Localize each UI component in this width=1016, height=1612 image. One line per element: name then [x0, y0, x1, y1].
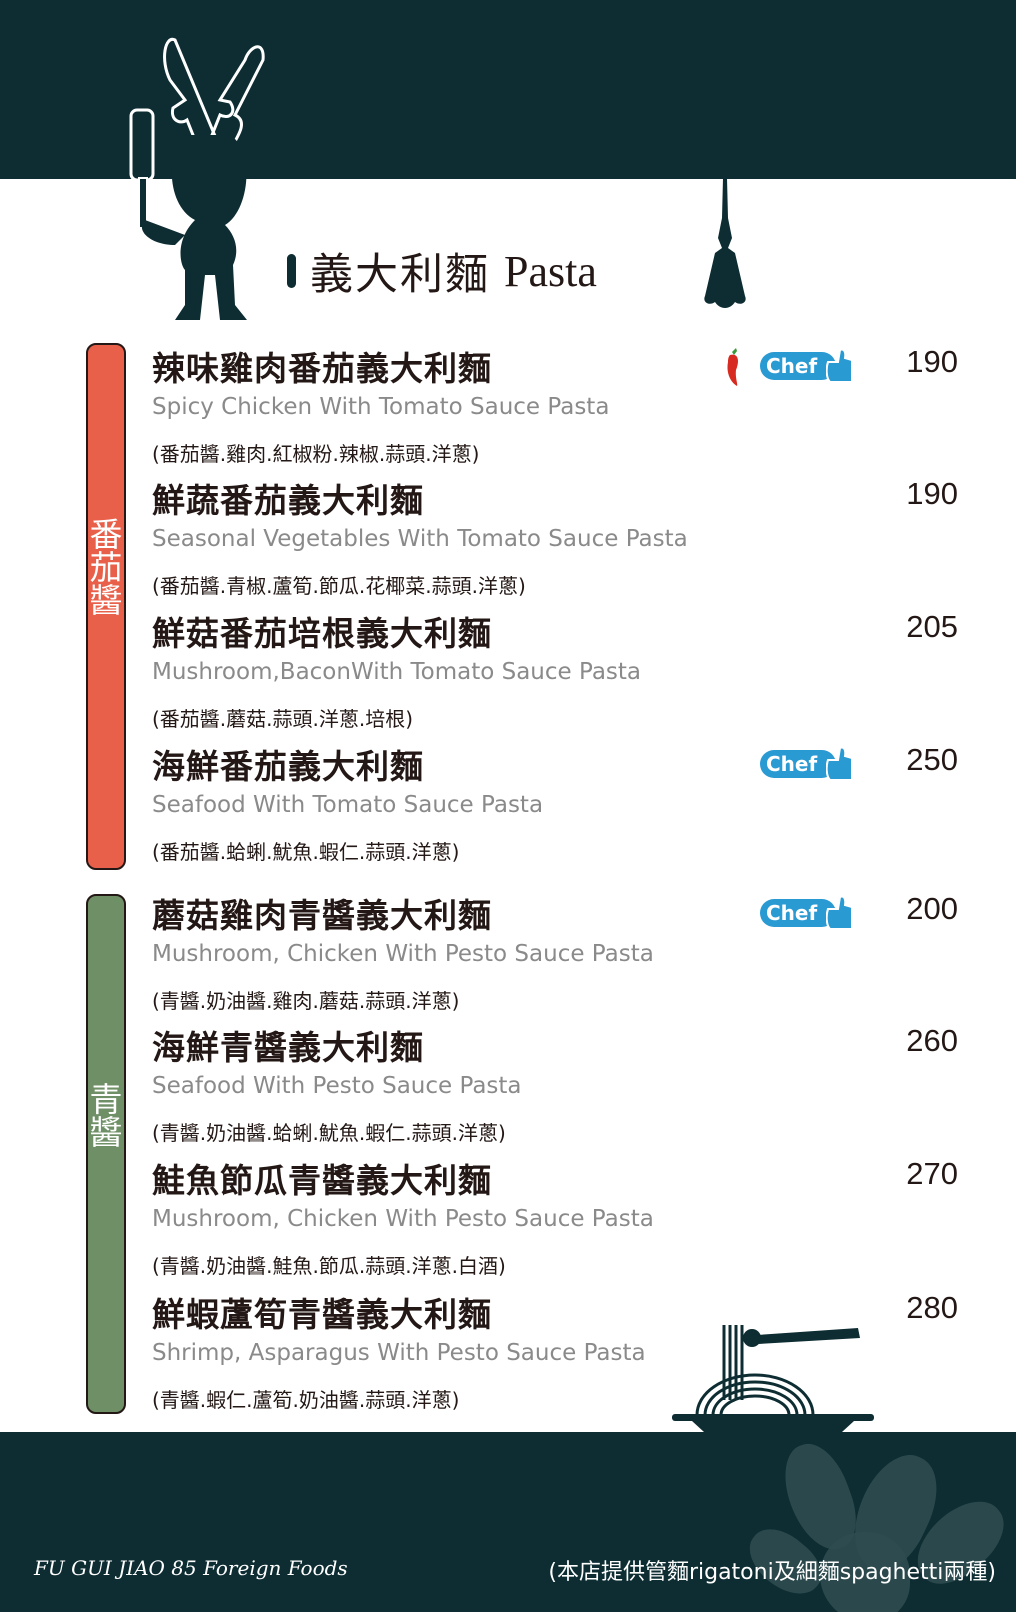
item-price: 260 [906, 1023, 958, 1058]
item-name-zh: 海鮮番茄義大利麵 [152, 747, 424, 786]
item-name-en: Seafood With Pesto Sauce Pasta [152, 1073, 522, 1099]
footer-note: (本店提供管麵rigatoni及細麵spaghetti兩種) [548, 1560, 996, 1585]
section-pesto-sauce: 青醬 [84, 894, 126, 1414]
item-name-en: Mushroom, Chicken With Pesto Sauce Pasta [152, 941, 654, 967]
deer-chef-mascot-icon [129, 37, 265, 320]
item-ingredients: (番茄醬.青椒.蘆筍.節瓜.花椰菜.蒜頭.洋蔥) [152, 574, 526, 598]
item-ingredients: (青醬.蝦仁.蘆筍.奶油醬.蒜頭.洋蔥) [152, 1388, 460, 1412]
chef-recommend-badge: Chef [760, 895, 854, 930]
header-band [0, 0, 1016, 179]
title-marker [287, 254, 296, 288]
item-name-zh: 海鮮青醬義大利麵 [152, 1028, 424, 1067]
pasta-bowl-fork-icon [672, 1325, 874, 1432]
section-label-tomato: 番茄醬 [84, 517, 123, 616]
item-name-en: Shrimp, Asparagus With Pesto Sauce Pasta [152, 1340, 646, 1366]
thumbs-up-icon [826, 348, 853, 383]
item-name-en: Spicy Chicken With Tomato Sauce Pasta [152, 394, 610, 420]
section-tomato-sauce: 番茄醬 [84, 343, 126, 870]
menu-item: 鮮蔬番茄義大利麵 Seasonal Vegetables With Tomato … [152, 476, 958, 624]
thumbs-up-icon [826, 746, 853, 781]
chef-badge-label: Chef [760, 352, 836, 380]
item-name-en: Mushroom,BaconWith Tomato Sauce Pasta [152, 659, 642, 685]
menu-item: 鮭魚節瓜青醬義大利麵 Mushroom, Chicken With Pesto S… [152, 1156, 958, 1304]
thumbs-up-icon [826, 895, 853, 930]
chef-recommend-badge: Chef [760, 746, 854, 781]
item-name-zh: 蘑菇雞肉青醬義大利麵 [152, 896, 492, 935]
item-price: 280 [906, 1290, 958, 1325]
item-price: 250 [906, 742, 958, 777]
item-price: 205 [906, 609, 958, 644]
footer-brand: FU GUI JIAO 85 Foreign Foods [34, 1556, 348, 1580]
menu-item: 海鮮番茄義大利麵 Seafood With Tomato Sauce Pasta (… [152, 742, 958, 890]
item-name-zh: 鮭魚節瓜青醬義大利麵 [152, 1161, 492, 1200]
item-name-en: Mushroom, Chicken With Pesto Sauce Pasta [152, 1206, 654, 1232]
item-price: 200 [906, 891, 958, 926]
chili-pepper-icon [727, 348, 738, 386]
menu-item: 辣味雞肉番茄義大利麵 Spicy Chicken With Tomato Sauc… [152, 344, 958, 492]
item-ingredients: (青醬.奶油醬.雞肉.蘑菇.蒜頭.洋蔥) [152, 989, 460, 1013]
item-name-zh: 鮮蔬番茄義大利麵 [152, 481, 424, 520]
item-name-en: Seafood With Tomato Sauce Pasta [152, 792, 544, 818]
item-name-en: Seasonal Vegetables With Tomato Sauce Pa… [152, 526, 688, 552]
footer-band [0, 1432, 1016, 1612]
item-ingredients: (番茄醬.雞肉.紅椒粉.辣椒.蒜頭.洋蔥) [152, 442, 480, 466]
chef-badge-label: Chef [760, 899, 836, 927]
item-ingredients: (青醬.奶油醬.鮭魚.節瓜.蒜頭.洋蔥.白酒) [152, 1254, 506, 1278]
chef-recommend-badge: Chef [760, 348, 854, 383]
item-ingredients: (番茄醬.蘑菇.蒜頭.洋蔥.培根) [152, 707, 414, 731]
item-name-zh: 鮮蝦蘆筍青醬義大利麵 [152, 1295, 492, 1334]
item-price: 270 [906, 1156, 958, 1191]
menu-item: 鮮菇番茄培根義大利麵 Mushroom,BaconWith Tomato Sauc… [152, 609, 958, 757]
menu-item: 蘑菇雞肉青醬義大利麵 Mushroom, Chicken With Pesto S… [152, 891, 958, 1039]
section-label-pesto: 青醬 [84, 1082, 123, 1148]
title-chinese: 義大利麵 [310, 250, 490, 300]
item-name-zh: 辣味雞肉番茄義大利麵 [152, 349, 492, 388]
page-title: 義大利麵 Pasta [287, 240, 597, 302]
item-ingredients: (青醬.奶油醬.蛤蜊.魷魚.蝦仁.蒜頭.洋蔥) [152, 1121, 506, 1145]
menu-item: 海鮮青醬義大利麵 Seafood With Pesto Sauce Pasta (青… [152, 1023, 958, 1171]
item-price: 190 [906, 344, 958, 379]
hanging-bell-icon [704, 178, 746, 308]
chef-badge-label: Chef [760, 750, 836, 778]
menu-item: 鮮蝦蘆筍青醬義大利麵 Shrimp, Asparagus With Pesto S… [152, 1290, 958, 1438]
item-ingredients: (番茄醬.蛤蜊.魷魚.蝦仁.蒜頭.洋蔥) [152, 840, 460, 864]
title-english: Pasta [504, 246, 597, 296]
item-price: 190 [906, 476, 958, 511]
item-name-zh: 鮮菇番茄培根義大利麵 [152, 614, 492, 653]
